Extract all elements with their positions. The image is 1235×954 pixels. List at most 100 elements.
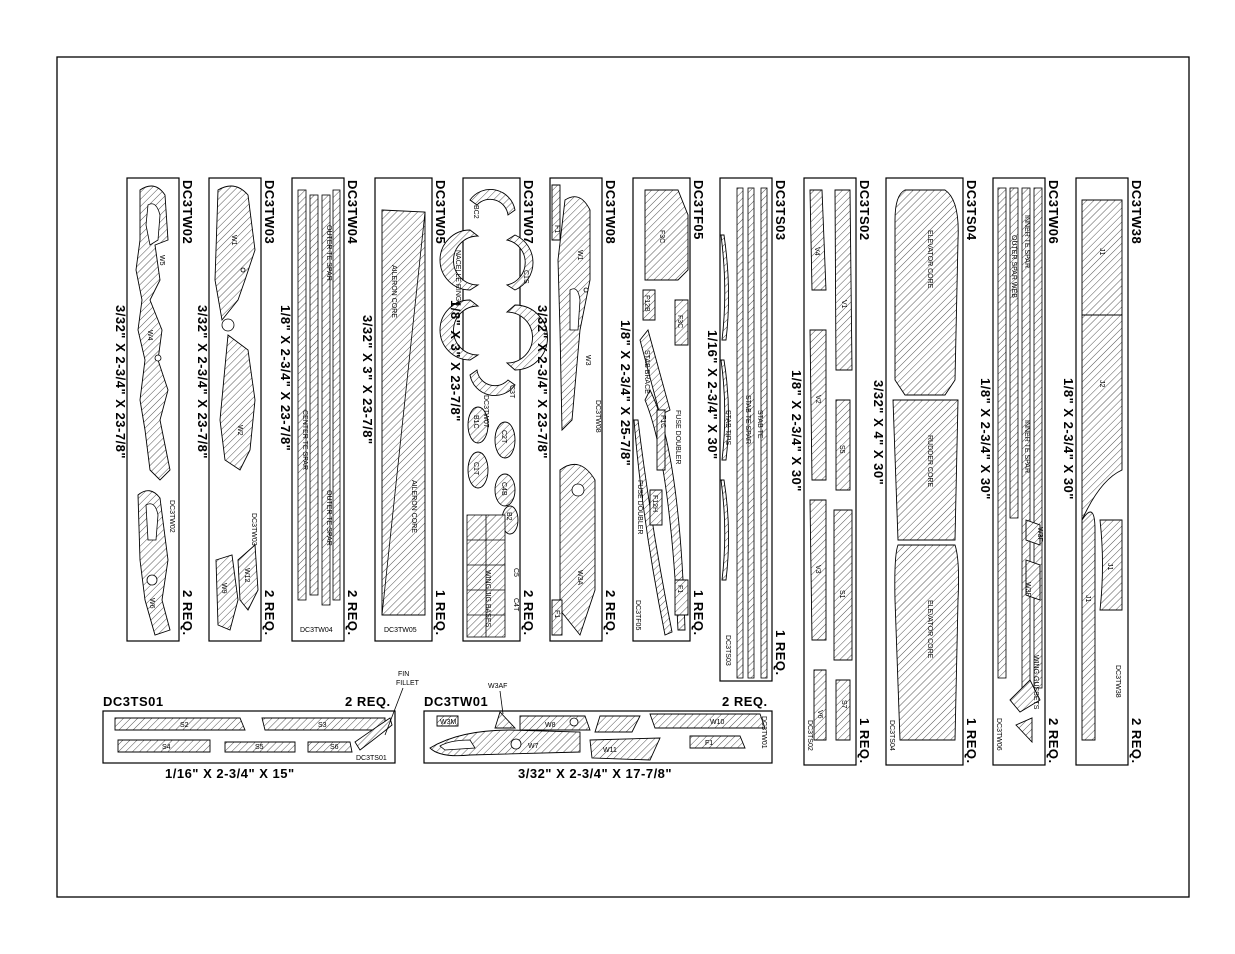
label-outer-spar-web: OUTER SPAR WEB [1010,235,1017,298]
label-c3t: C3T [508,385,515,399]
label-w11: W11 [603,747,617,754]
sheet-stamp: DC3TS01 [356,755,387,762]
sheet-dc3ts02: V4 V1 V2 S5 V3 S1 V6 S7 DC3TS02 1 REQ. 1… [789,177,872,766]
sheet-dc3tw06: OUTER SPAR WEB INNER TE SPAR INNER TE SP… [978,177,1061,766]
stock-size: 3/32" X 2-3/4" X 23-7/8" [535,305,550,459]
label-s5: S5 [838,445,845,454]
stock-size: 1/16" X 2-3/4" X 30" [705,330,720,460]
label-c2t: C2T [500,430,507,444]
label-f12b: F12B [643,295,650,312]
label-f3c-2: F3C [676,315,683,328]
req-count: 2 REQ. [345,694,391,709]
sheet-stamp: DC3TS04 [888,720,895,751]
label-w3m: W3M [440,719,457,726]
label-f1: F1 [705,740,713,747]
label-v2: V2 [814,395,821,404]
req-count: 1 REQ. [964,718,979,764]
label-w3a: W3A [576,570,583,586]
stock-size: 3/32" X 4" X 30" [871,380,886,485]
label-v4: V4 [813,247,820,256]
label-stab-tips: STAB TIPS [724,410,731,445]
sheet-stamp: DC3TW38 [1114,665,1121,698]
label-fuse-doubler: FUSE DOUBLER [674,410,681,464]
sheet-id: DC3TS04 [964,180,979,241]
stock-size: 3/32" X 3" X 23-7/8" [360,315,375,445]
sheet-id: DC3TS03 [773,180,788,241]
label-c1s: C1S [522,270,529,284]
label-w4: W4 [146,330,153,341]
sheet-stamp: DC3TW01 [760,716,767,749]
sheet-dc3ts01: S2 S3 S4 S5 S6 DC3TS01 2 REQ. 1/16" X 2-… [102,671,420,781]
label-f1: F1 [676,585,683,593]
sheet-id: DC3TW01 [424,694,488,709]
page-border [56,56,1190,898]
label-j1-2: J1 [1106,563,1113,571]
stock-size: 1/8" X 2-3/4" X 30" [1061,378,1076,500]
label-stab-brace: STAB BRACE [643,350,650,394]
sheet-id: DC3TS01 [103,694,164,709]
sheet-dc3tw02: W4 W5 W6 DC3TW02 2 REQ. 3/32" X 2-3/4" X… [113,177,195,642]
label-j1: J1 [1098,248,1105,256]
label-inner-te-spar-2: INNER TE SPAR [1023,420,1030,473]
label-s1: S1 [838,590,845,599]
label-c4b: C4B [500,482,507,496]
sheet-id: DC3TW06 [1046,180,1061,244]
sheet-dc3tw07: BC2 C1S NACELLE RINGS C3T B1C C2T C1T C4… [439,177,548,642]
stock-size: 3/32" X 2-3/4" X 23-7/8" [195,305,210,459]
label-w7: W7 [528,743,539,750]
sheet-dc3tw38: J1 J2 J1 J1 DC3TW38 2 REQ. 1/8" X 2-3/4"… [1061,177,1144,766]
sheet-stamp: DC3TS02 [806,720,813,751]
label-w3f-2: W3F [1024,582,1031,597]
stock-size: 1/8" X 2-3/4" X 30" [978,378,993,500]
label-rudder-core: RUDDER CORE [926,435,933,487]
sheet-id: DC3TF05 [691,180,706,240]
req-count: 2 REQ. [262,590,277,636]
label-f3c: F3C [658,230,665,243]
label-b2: B2 [505,512,512,521]
callout-w3af: W3AF [488,683,507,690]
sheet-id: DC3TW05 [433,180,448,244]
sheet-dc3tw05: AILERON CORE AILERON CORE DC3TW05 1 REQ.… [360,177,448,642]
req-count: 2 REQ. [1046,718,1061,764]
sheet-stamp: DC3TW07 [482,395,489,428]
req-count: 2 REQ. [603,590,618,636]
label-s2: S2 [180,722,189,729]
sheet-dc3tw08: F1 W1 W3 F1 W3A DC3TW08 2 REQ. 3/32" X 2… [535,177,618,642]
label-f1: F1 [553,225,560,233]
label-nacelle-rings: NACELLE RINGS [454,250,461,306]
label-s6: S6 [330,744,339,751]
label-v6: V6 [816,710,823,719]
sheet-id: DC3TW38 [1129,180,1144,244]
label-c1t: C1T [472,462,479,476]
sheet-dc3ts04: ELEVATOR CORE RUDDER CORE ELEVATOR CORE … [871,177,979,766]
sheet-stamp: DC3TW04 [300,627,333,634]
label-outer-te-spar-2: OUTER TE SPAR [325,490,332,546]
sheet-dc3tw01: W3M W8 W10 W7 W11 F1 DC3TW01 2 REQ. 3/32… [423,683,773,781]
stock-size: 3/32" X 2-3/4" X 23-7/8" [113,305,128,459]
label-c5: C5 [512,568,519,577]
stock-size: 1/16" X 2-3/4" X 15" [165,766,295,781]
label-w3f: W3F [1036,527,1043,542]
sheet-dc3tf05: F3C F12B F3C STAB BRACE F1C FUSE DOUBLER… [618,177,706,642]
sheet-dc3ts03: STAB TE STAB TE SPAR STAB TIPS DC3TS03 1… [705,177,788,682]
sheet-id: DC3TW08 [603,180,618,244]
label-f12h: F12H [651,495,658,512]
label-b1c: B1C [472,415,479,429]
sheet-stamp: DC3TW03 [250,513,257,546]
label-w9: W9 [220,583,227,594]
sheet-stamp: DC3TW08 [594,400,601,433]
label-wing-gussets: WING GUSSETS [1032,655,1039,710]
label-s7: S7 [840,700,847,709]
sheet-dc3tw04: OUTER TE SPAR CENTER TE SPAR OUTER TE SP… [278,177,360,642]
req-count: 2 REQ. [521,590,536,636]
label-w2: W2 [236,425,243,436]
label-w5: W5 [158,255,165,266]
label-f1c: F1C [659,415,666,428]
sheet-stamp: DC3TW05 [384,627,417,634]
sheet-id: DC3TS02 [857,180,872,241]
sheet-stamp: DC3TW06 [995,718,1002,751]
label-fuse-doubler-2: FUSE DOUBLER [636,480,643,534]
req-count: 2 REQ. [345,590,360,636]
label-c4t: C4T [512,598,519,612]
stock-size: 3/32" X 2-3/4" X 17-7/8" [518,766,672,781]
